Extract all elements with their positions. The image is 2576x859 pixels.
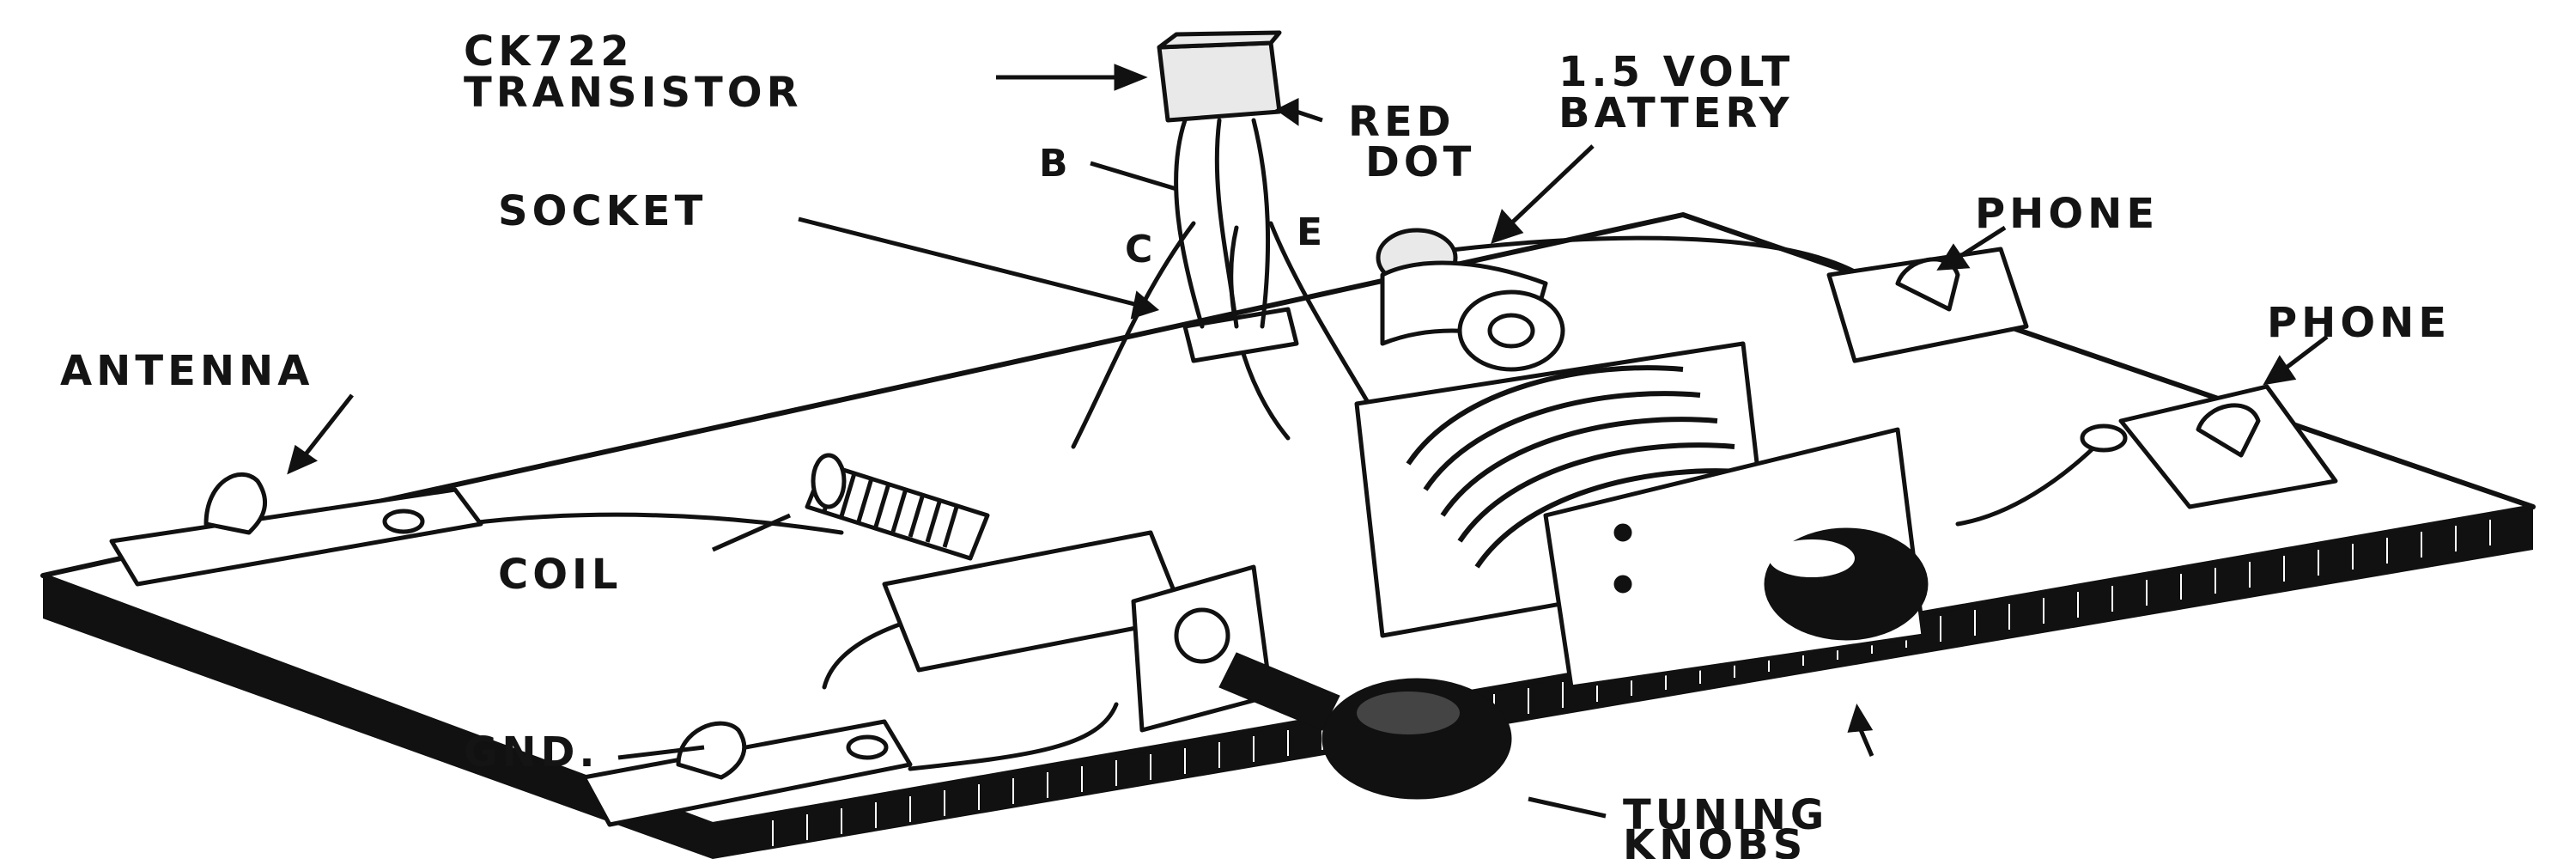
gnd-label: GND. <box>464 728 599 777</box>
tuning-capacitor <box>1354 341 1926 690</box>
phone-clip-top <box>1826 247 2029 363</box>
lead-e-label: E <box>1297 210 1322 254</box>
lead-c-label: C <box>1125 228 1152 271</box>
transistor-label-line1: CK722 <box>464 27 634 76</box>
phone-right-label: PHONE <box>2267 299 2451 347</box>
tuning-knob-right <box>1764 527 1929 641</box>
board-top <box>40 212 2536 827</box>
antenna-label: ANTENNA <box>60 347 313 395</box>
tuning-knobs-label-line2: KNOBS <box>1623 821 1807 859</box>
antenna-clip <box>109 472 483 587</box>
tuning-knobs-label-line1: TUNING <box>1623 791 1828 839</box>
transistor <box>1157 30 1282 329</box>
battery <box>1376 228 1565 372</box>
label-pointers <box>287 64 2329 819</box>
transistor-label-line2: TRANSISTOR <box>464 69 803 117</box>
battery-label-line2: BATTERY <box>1558 89 1793 137</box>
gnd-clip <box>581 719 913 827</box>
coil-label: COIL <box>498 551 622 599</box>
socket-label: SOCKET <box>498 187 707 235</box>
battery-label-line1: 1.5 VOLT <box>1558 48 1794 96</box>
phone-top-label: PHONE <box>1975 190 2159 238</box>
lead-b-label: B <box>1039 142 1068 186</box>
transistor-socket <box>1182 307 1299 363</box>
coil <box>805 453 990 561</box>
red-dot-label-line1: RED <box>1348 98 1455 146</box>
phone-clip-right <box>2080 384 2338 509</box>
red-dot-label-line2: DOT <box>1365 138 1475 186</box>
tuning-knob-front <box>1218 652 1512 800</box>
